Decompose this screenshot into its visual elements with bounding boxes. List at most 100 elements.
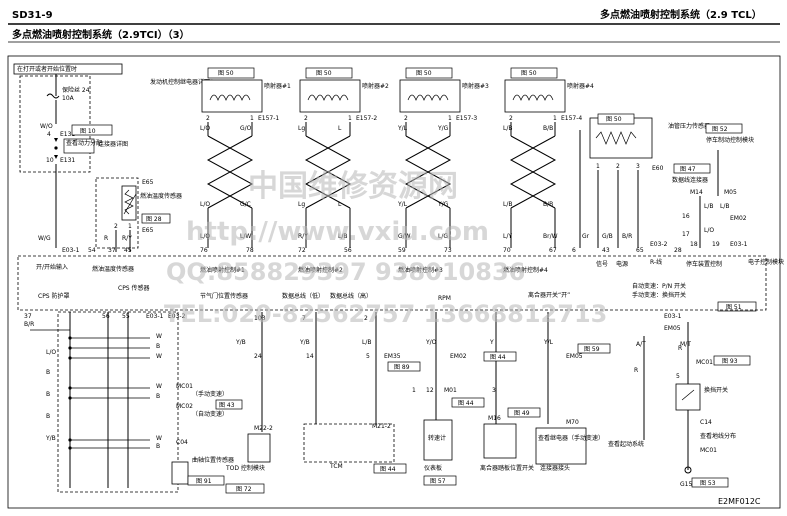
fig-44b-ref[interactable] — [451, 397, 485, 408]
pin-15: 5 — [366, 353, 370, 360]
conn-m14: M14 — [690, 189, 703, 196]
injector-wire-c: L/B — [503, 201, 512, 208]
lower-wire-yo: Y/O — [425, 339, 437, 346]
injector-wire-b: Y/G — [437, 125, 449, 132]
injector-conn: E157-3 — [456, 115, 477, 122]
fig-91-ref[interactable] — [187, 475, 225, 486]
fig-59-label: 图 59 — [584, 346, 600, 353]
fig-10-ref[interactable] — [71, 124, 113, 136]
lower-wire-lb: L/B — [362, 339, 371, 346]
pin-1-lower: 1 — [412, 387, 416, 394]
rail-pin-2: 2 — [616, 163, 620, 170]
fig-59-ref[interactable] — [577, 343, 611, 354]
fig-72-ref[interactable] — [225, 483, 265, 494]
injector-wire-f: L/G — [438, 233, 448, 240]
cps-conn-e03-1: E03-1 — [146, 313, 164, 320]
fig-47-ref[interactable] — [673, 163, 711, 174]
cps-w-4: W — [156, 435, 162, 442]
instrument-label: 仪表板 — [424, 464, 442, 472]
injector-wire-d: G/C — [240, 201, 251, 208]
fig-44c-ref[interactable] — [373, 463, 407, 474]
fig-52-ref[interactable] — [705, 123, 743, 134]
fig-93-ref[interactable] — [713, 355, 751, 366]
fig-57-ref[interactable] — [423, 475, 457, 486]
conn-em02-lower: EM02 — [450, 353, 467, 360]
fig-53-ref[interactable] — [691, 477, 729, 488]
conn-e65-top: E65 — [142, 179, 154, 186]
rail-pin-1: 1 — [596, 163, 600, 170]
footer-code: E2MF012C — [718, 497, 761, 506]
rail-pin-43: 43 — [602, 247, 610, 254]
cps-block: CPS 防护罩 CPS 传感器 37 B/R E03-1 E03-2 56 55… — [24, 284, 243, 493]
see-power-dist-box[interactable] — [63, 138, 95, 154]
injector-wire-e: L/Y — [503, 233, 512, 240]
tacho-label: 转速计 — [428, 434, 446, 442]
pin-24: 24 — [254, 353, 262, 360]
fig-28-ref[interactable] — [141, 213, 171, 224]
rail-fig-ref[interactable] — [597, 113, 635, 125]
cps-b-3: B — [156, 443, 160, 450]
start-mt: M/T — [680, 341, 691, 348]
ignition-label-box — [13, 63, 123, 75]
on-start-input: 开/开始输入 — [36, 263, 68, 271]
injector-wire-b: B/B — [543, 125, 553, 132]
cps-pin-56: 56 — [102, 313, 110, 320]
rail-wire-gb: G/B — [602, 233, 613, 240]
ecm-signal: 信号 — [596, 260, 608, 268]
injector-fig-ref[interactable] — [510, 67, 558, 79]
injector-conn: E157-1 — [258, 115, 279, 122]
fig-44-label: 图 44 — [490, 354, 506, 361]
injector-pin-1: 1 — [553, 115, 557, 122]
injector-name: 喷射器#2 — [362, 82, 389, 90]
injector-fig-ref[interactable] — [207, 67, 255, 79]
ecm-module-label: 电子控制模块 — [748, 258, 784, 266]
cps-wire-b-3: B — [46, 413, 50, 420]
cps-wire-b-2: B — [46, 391, 50, 398]
fuel-temp-name: 燃油温度传感器 — [140, 192, 182, 200]
pin-7: 7 — [302, 315, 306, 322]
brake-module-label: 停车制动控制模块 — [706, 136, 754, 144]
pin-45: 45 — [124, 247, 132, 254]
fig-51-label: 图 51 — [726, 304, 742, 311]
cps-mc01: MC01 — [176, 383, 193, 390]
fuel-temp-sensor: E65 燃油温度传感器 图 28 E65 2 1 R R/Y 37 45 燃油温… — [92, 177, 182, 273]
injector-pin-b: 56 — [344, 247, 352, 254]
wire-r: R — [104, 235, 108, 242]
conn-em02: EM02 — [730, 215, 747, 222]
conn-m21: M21-2 — [372, 423, 391, 430]
injector-fig-ref[interactable] — [305, 67, 353, 79]
fig-44-ref[interactable] — [483, 351, 517, 362]
see-ground-label: 查看地线分布 — [700, 432, 736, 440]
lower-wire-y: Y — [489, 339, 494, 346]
engine-relay-note: 发动机控制继电器详图2 — [150, 78, 214, 86]
auto-trans-label: 自动变速：P/N 开关 — [632, 282, 686, 290]
fig-44b-label: 图 44 — [458, 400, 474, 407]
shift-switch-label: 换挡开关 — [704, 386, 728, 394]
injector-fig-label: 图 50 — [316, 70, 332, 77]
wire-lb-2: L/B — [720, 203, 729, 210]
cps-auto: （自动变速） — [192, 410, 228, 418]
injector-fig-label: 图 50 — [521, 70, 537, 77]
cps-shield-label: CPS 防护罩 — [38, 292, 70, 300]
pin-16: 16 — [682, 213, 690, 220]
fig-43-ref[interactable] — [215, 399, 243, 410]
injector-wire-a: Lg — [298, 125, 305, 132]
wire-lo: L/O — [704, 227, 714, 234]
fig-89-ref[interactable] — [387, 361, 421, 372]
rail-wire-br: B/R — [622, 233, 632, 240]
rail-conn-e60: E60 — [652, 165, 664, 172]
injector-fig-ref[interactable] — [405, 67, 453, 79]
rail-pressure-sensor: 图 50 油管压力传感器 E60 1 2 3 Gr G/B B/R 6 43 6… — [572, 113, 710, 268]
rail-fig-label: 图 50 — [606, 116, 622, 123]
rail-pin-3: 3 — [636, 163, 640, 170]
fig-89-label: 图 89 — [394, 364, 410, 371]
rail-pin-65: 65 — [636, 247, 644, 254]
injector-ecm-label: 燃油喷射控制#2 — [298, 266, 343, 274]
data-link-label: 数据线连接器 — [672, 176, 708, 184]
fig-51-ref[interactable] — [717, 301, 757, 312]
start-mc01-b: MC01 — [700, 447, 717, 454]
relay-box-label: 连接器接头 — [540, 464, 570, 472]
injector-pin-b: 78 — [246, 247, 254, 254]
fig-49-ref[interactable] — [507, 407, 541, 418]
